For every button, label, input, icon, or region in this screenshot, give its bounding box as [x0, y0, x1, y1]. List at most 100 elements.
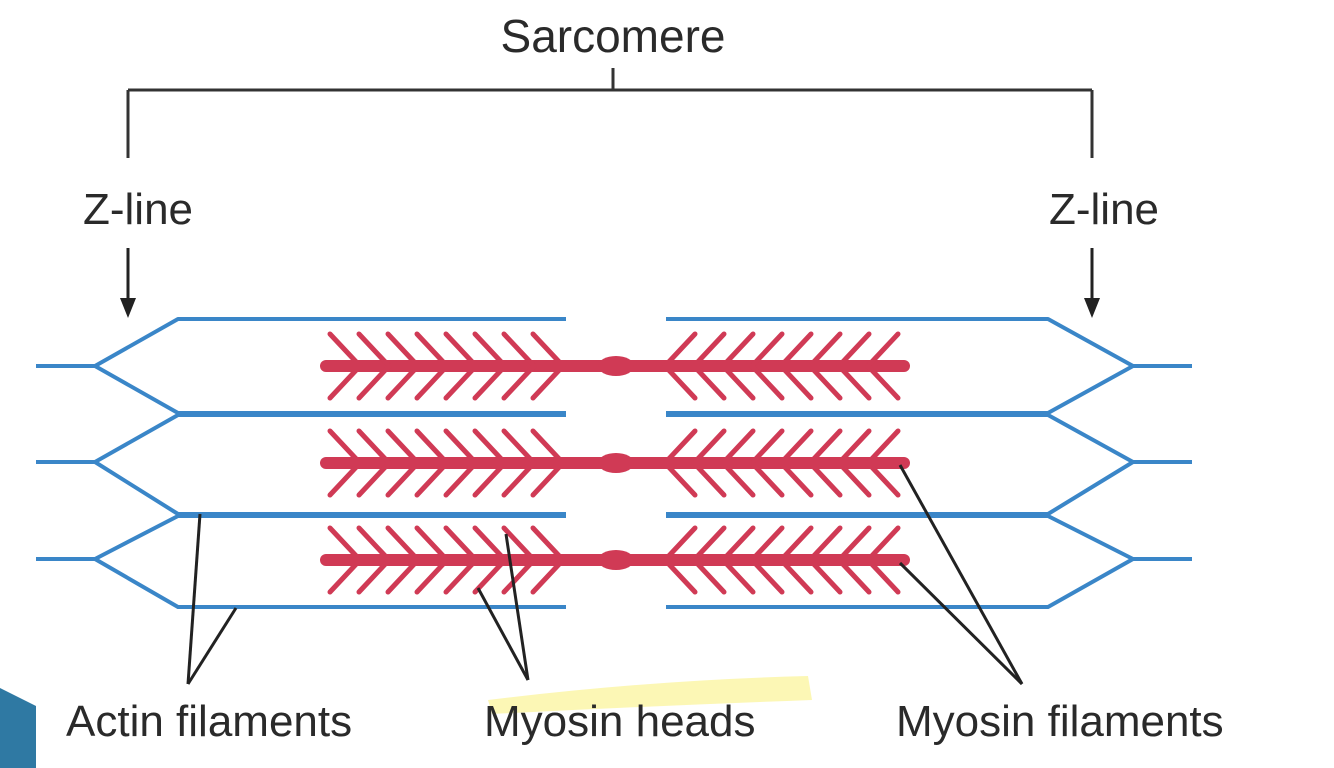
myosin-head-right	[691, 460, 727, 498]
myosin-head-left	[414, 363, 450, 401]
myosin-head-left	[530, 460, 566, 498]
myosin-m-line	[598, 453, 634, 473]
myosin-head-right	[836, 525, 872, 563]
myosin-head-left	[530, 428, 566, 466]
myosin-head-right	[836, 428, 872, 466]
sarcomere-bracket	[126, 68, 1094, 158]
myosin-head-right	[865, 557, 901, 595]
z-line-label-left: Z-line	[83, 185, 193, 234]
myosin-head-left	[472, 525, 508, 563]
myosin-head-left	[356, 460, 392, 498]
myosin-head-left	[501, 460, 537, 498]
myosin-head-right	[865, 428, 901, 466]
myosin-head-right	[691, 363, 727, 401]
myosin-head-left	[414, 460, 450, 498]
myosin-head-left	[414, 331, 450, 369]
myosin-head-right	[662, 557, 698, 595]
pointer-lines	[186, 464, 1024, 686]
sarcomere-label: Sarcomere	[501, 10, 726, 62]
myosin-head-left	[414, 557, 450, 595]
myosin-head-right	[691, 428, 727, 466]
myosin-head-left	[327, 331, 363, 369]
myosin-head-right	[778, 363, 814, 401]
myosin-m-line	[598, 550, 634, 570]
myosin-head-right	[807, 460, 843, 498]
z-line-arrow-right	[1084, 248, 1100, 318]
myosin-head-left	[472, 363, 508, 401]
myosin-m-line	[598, 356, 634, 376]
myosin-head-right	[720, 557, 756, 595]
actin-left-row-3	[36, 514, 566, 561]
myosin-head-right	[662, 331, 698, 369]
myosin-head-left	[443, 525, 479, 563]
pointer-actin-1	[186, 513, 202, 685]
z-line-label-right: Z-line	[1049, 185, 1159, 234]
myosin-head-left	[530, 331, 566, 369]
myosin-head-right	[720, 331, 756, 369]
myosin-head-left	[385, 557, 421, 595]
myosin-head-left	[327, 460, 363, 498]
myosin-head-right	[778, 428, 814, 466]
myosin-head-left	[356, 525, 392, 563]
myosin-head-right	[807, 331, 843, 369]
myosin-head-right	[749, 460, 785, 498]
myosin-head-left	[530, 557, 566, 595]
myosin-head-left	[414, 428, 450, 466]
myosin-head-right	[836, 557, 872, 595]
actin-right-row-2b	[666, 460, 1135, 516]
pointer-myosin-filaments-2	[898, 561, 1024, 686]
myosin-head-left	[385, 525, 421, 563]
myosin-head-left	[356, 331, 392, 369]
pointer-actin-2	[186, 607, 238, 685]
myosin-head-right	[720, 460, 756, 498]
myosin-head-right	[807, 557, 843, 595]
myosin-head-right	[662, 525, 698, 563]
myosin-head-left	[443, 557, 479, 595]
actin-right-row-3	[666, 514, 1192, 561]
corner-accent	[0, 688, 36, 768]
myosin-head-right	[836, 460, 872, 498]
myosin-head-right	[807, 428, 843, 466]
myosin-head-right	[749, 428, 785, 466]
myosin-head-right	[749, 557, 785, 595]
myosin-head-right	[807, 363, 843, 401]
myosin-head-left	[356, 557, 392, 595]
myosin-head-right	[720, 363, 756, 401]
myosin-head-right	[662, 460, 698, 498]
myosin-head-right	[749, 331, 785, 369]
myosin-head-right	[807, 525, 843, 563]
myosin-head-right	[691, 557, 727, 595]
myosin-head-right	[778, 460, 814, 498]
myosin-filaments	[320, 331, 910, 595]
actin-left-row-3b	[93, 557, 566, 609]
myosin-head-left	[356, 428, 392, 466]
myosin-filaments-label: Myosin filaments	[896, 697, 1224, 746]
myosin-head-left	[443, 460, 479, 498]
myosin-head-left	[443, 363, 479, 401]
myosin-head-left	[530, 525, 566, 563]
myosin-head-left	[327, 428, 363, 466]
pointer-myosin-heads-2	[504, 533, 530, 681]
myosin-head-right	[662, 428, 698, 466]
myosin-head-left	[443, 428, 479, 466]
myosin-head-right	[865, 331, 901, 369]
myosin-head-left	[385, 363, 421, 401]
myosin-head-left	[385, 331, 421, 369]
actin-filaments	[36, 317, 1192, 609]
myosin-head-right	[691, 331, 727, 369]
actin-right-row-3b	[666, 557, 1134, 609]
z-line-arrow-left	[120, 248, 136, 318]
myosin-heads-label: Myosin heads	[484, 697, 755, 746]
actin-left-row-2	[36, 413, 566, 464]
myosin-head-right	[720, 525, 756, 563]
myosin-head-right	[836, 363, 872, 401]
actin-right-row-1b	[666, 364, 1134, 415]
myosin-head-left	[501, 331, 537, 369]
myosin-head-left	[472, 331, 508, 369]
myosin-head-right	[865, 525, 901, 563]
myosin-head-right	[778, 331, 814, 369]
myosin-head-right	[865, 363, 901, 401]
myosin-head-left	[472, 428, 508, 466]
myosin-head-right	[691, 525, 727, 563]
